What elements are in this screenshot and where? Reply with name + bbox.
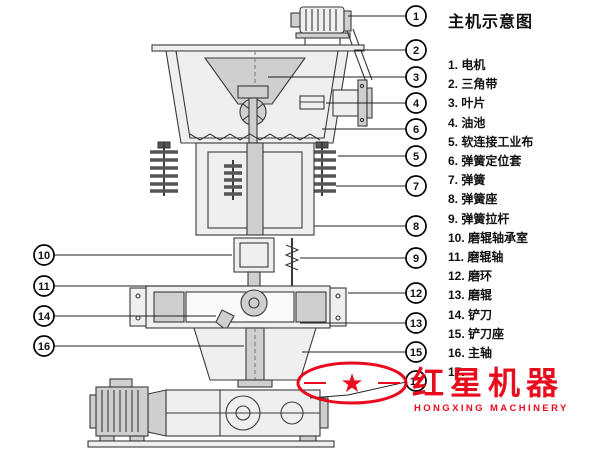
callout-1: 1 (405, 5, 427, 27)
svg-text:12: 12 (410, 288, 422, 300)
callout-16: 16 (33, 335, 55, 357)
svg-text:4: 4 (413, 98, 420, 110)
grinding-roller (240, 289, 268, 317)
legend-item: 14. 铲刀 (448, 307, 493, 322)
legend-item: 10. 磨辊轴承室 (448, 230, 529, 245)
spring-stack-right (308, 141, 336, 196)
legend-item: 16. 主轴 (448, 346, 493, 361)
legend-item: 11. 磨辊轴 (448, 250, 504, 265)
svg-text:6: 6 (413, 124, 419, 136)
callout-11: 11 (33, 275, 55, 297)
base-plate (87, 440, 335, 448)
svg-text:7: 7 (413, 181, 419, 193)
legend-item: 13. 磨辊 (448, 288, 493, 303)
callout-14: 14 (33, 305, 55, 327)
spring-rod (284, 238, 300, 290)
machine-art (87, 6, 373, 448)
spring-stack-left (150, 141, 178, 196)
callout-3: 3 (405, 66, 427, 88)
svg-text:8: 8 (413, 221, 419, 233)
brand-text: 红星机器 (412, 365, 564, 401)
callout-8: 8 (405, 215, 427, 237)
top-motor (299, 6, 345, 34)
svg-text:14: 14 (38, 311, 51, 323)
legend-item: 9. 弹簧拉杆 (448, 211, 510, 226)
svg-text:5: 5 (413, 151, 419, 163)
svg-text:15: 15 (410, 347, 422, 359)
machine-diagram: 1 2 3 4 6 5 7 8 9 12 13 15 17 10 11 14 1… (33, 5, 427, 448)
leader-lines (54, 15, 407, 399)
legend-item: 17. (448, 365, 465, 380)
brand-subtitle: HONGXING MACHINERY (414, 403, 569, 414)
callout-2: 2 (405, 39, 427, 61)
callout-9: 9 (405, 247, 427, 269)
soft-connection-cloth (189, 133, 321, 141)
legend-item: 8. 弹簧座 (448, 192, 498, 207)
callout-10: 10 (33, 244, 55, 266)
svg-text:1: 1 (413, 11, 419, 23)
svg-text:3: 3 (413, 72, 419, 84)
legend-item: 7. 弹簧 (448, 173, 486, 188)
callout-12: 12 (405, 282, 427, 304)
callout-6: 6 (405, 118, 427, 140)
logo-ellipse (296, 361, 408, 405)
watermark-logo: ★ 红星机器 HONGXING MACHINERY (296, 361, 569, 414)
star-icon: ★ (340, 368, 363, 398)
bottom-motor (89, 378, 149, 442)
svg-text:17: 17 (410, 376, 422, 388)
legend-item: 3. 叶片 (448, 96, 486, 111)
legend-title: 主机示意图 (448, 14, 534, 31)
svg-text:9: 9 (413, 253, 419, 265)
svg-text:10: 10 (38, 250, 50, 262)
svg-text:13: 13 (410, 318, 422, 330)
legend-item: 12. 磨环 (448, 269, 493, 284)
callout-4: 4 (405, 92, 427, 114)
svg-text:2: 2 (413, 45, 419, 57)
legend-item: 6. 弹簧定位套 (448, 154, 522, 169)
callout-15: 15 (405, 341, 427, 363)
callout-7: 7 (405, 175, 427, 197)
legend-item: 4. 油池 (448, 115, 486, 130)
spring-stack-center (224, 160, 242, 200)
legend-panel: 主机示意图 1. 电机 2. 三角带 3. 叶片 4. 油池 5. 软连接工业布… (448, 6, 598, 382)
callout-5: 5 (405, 145, 427, 167)
v-belt (346, 28, 373, 83)
legend-item: 5. 软连接工业布 (448, 134, 534, 149)
svg-text:16: 16 (38, 341, 50, 353)
bearing-chamber (233, 237, 275, 273)
legend-item: 1. 电机 (448, 58, 486, 72)
callout-17: 17 (405, 370, 427, 392)
svg-text:11: 11 (38, 281, 50, 293)
legend-item: 2. 三角带 (448, 77, 498, 92)
callout-13: 13 (405, 312, 427, 334)
legend-item: 15. 铲刀座 (448, 326, 505, 341)
